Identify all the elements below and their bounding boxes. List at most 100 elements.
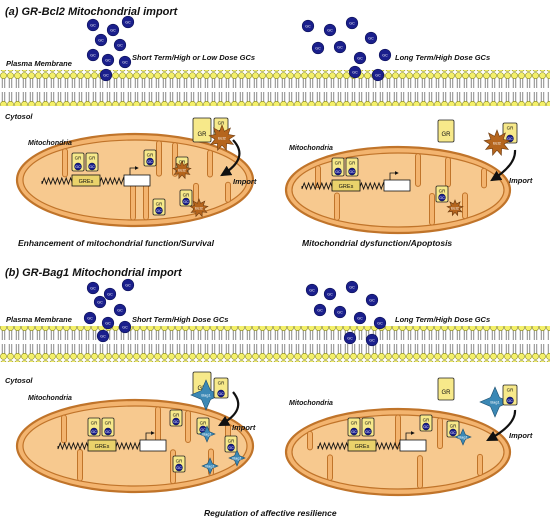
gc-molecule: [146, 157, 154, 166]
crista: [437, 417, 443, 450]
crista: [207, 149, 213, 178]
gc-molecule: [113, 303, 127, 317]
gres-label: GREs: [79, 179, 94, 185]
dose-label-a-right: Long Term/High Dose GCs: [395, 53, 490, 62]
transcription-arrow: [405, 431, 415, 440]
gr-label: GR: [450, 424, 458, 429]
gc-molecule: [334, 167, 342, 176]
gc-label: GC: [87, 316, 93, 320]
gr-label: GR: [176, 459, 184, 464]
gc-molecule: [101, 316, 115, 330]
gc-label: GC: [105, 430, 111, 434]
bag1-label: Bag1: [202, 432, 212, 437]
gr-label: GR: [91, 421, 99, 426]
gr-label: GR: [198, 132, 208, 138]
bcl2-label: Bcl2: [451, 206, 460, 211]
gc-molecule: [371, 68, 385, 82]
gc-label: GC: [377, 321, 383, 325]
gc-label: GC: [423, 425, 429, 429]
gc-label: GC: [90, 53, 96, 57]
gc-molecule: [74, 162, 82, 171]
gc-label: GC: [97, 300, 103, 304]
gc-molecule: [118, 55, 132, 69]
gc-molecule: [365, 293, 379, 307]
gr-label: GR: [351, 421, 359, 426]
gc-molecule: [227, 443, 235, 452]
bag1-star: Bag1: [201, 457, 219, 475]
bcl2-shape: [172, 160, 192, 180]
gc-molecule: [86, 281, 100, 295]
gc-label: GC: [98, 38, 104, 42]
bcl2-shape: [208, 124, 236, 151]
gc-molecule: [348, 167, 356, 176]
import-arrow-a-left: [220, 139, 241, 177]
bag1-label: Bag1: [490, 400, 500, 405]
gc-label: GC: [352, 70, 358, 74]
gr-label: GR: [507, 126, 515, 131]
bcl2-shape: [483, 129, 511, 156]
bcl2-label: Bcl2: [493, 141, 502, 146]
gc-label: GC: [369, 298, 375, 302]
gc-label: GC: [317, 308, 323, 312]
bag1-shape: [201, 457, 219, 475]
mitochondria-label-b-right: Mitochondria: [289, 400, 333, 407]
gc-molecule: [345, 280, 359, 294]
bag1-label: Bag1: [205, 464, 215, 469]
bag1-shape: [454, 428, 472, 446]
crista: [395, 414, 401, 449]
gc-molecule: [373, 316, 387, 330]
gc-label: GC: [382, 53, 388, 57]
gc-molecule: [83, 311, 97, 325]
gres-box: [87, 439, 117, 452]
gc-label: GC: [173, 420, 179, 424]
gc-label: GC: [327, 28, 333, 32]
gres-label: GREs: [339, 184, 354, 190]
bag1-shape: [198, 425, 216, 443]
outcome-a-right: Mitochondrial dysfunction/Apoptosis: [302, 238, 452, 248]
gc-molecule: [121, 278, 135, 292]
gc-label: GC: [110, 28, 116, 32]
gr-label: GR: [89, 156, 97, 161]
gr-box: GR: [437, 119, 455, 143]
crista: [327, 454, 333, 481]
gc-molecule: [333, 305, 347, 319]
gc-molecule: [301, 19, 315, 33]
gc-molecule: [438, 193, 446, 202]
crista: [481, 167, 487, 189]
gc-molecule: [104, 427, 112, 436]
gc-label: GC: [507, 137, 513, 141]
gr-label: GR: [183, 193, 191, 198]
import-label-b-right: Import: [509, 431, 533, 440]
gene-box: [123, 174, 151, 187]
gc-molecule: [182, 197, 190, 206]
gc-label: GC: [117, 308, 123, 312]
cytosol-label-b: Cytosol: [5, 376, 33, 385]
gc-label: GC: [107, 292, 113, 296]
gc-label: GC: [349, 285, 355, 289]
membrane-a: [0, 70, 550, 106]
gc-label: GC: [90, 23, 96, 27]
gc-label: GC: [375, 73, 381, 77]
mitochondria-label-a-left: Mitochondria: [28, 140, 72, 147]
gr-box: GR: [192, 117, 212, 143]
gc-molecule: [217, 389, 225, 398]
membrane-label-a: Plasma Membrane: [6, 59, 72, 68]
gc-label: GC: [105, 58, 111, 62]
crista: [62, 148, 68, 178]
gc-molecule: [175, 463, 183, 472]
panel-b-title: (b) GR-Bag1 Mitochondrial import: [5, 267, 183, 279]
crista: [77, 448, 83, 482]
gc-molecule: [86, 18, 100, 32]
gr-label: GR: [218, 121, 226, 126]
gene-box: [399, 439, 427, 452]
gres-label: GREs: [355, 444, 370, 450]
gr-label: GR: [147, 153, 155, 158]
crista: [334, 192, 340, 221]
bcl2-shape: [189, 198, 209, 218]
transcription-arrow: [389, 171, 399, 180]
